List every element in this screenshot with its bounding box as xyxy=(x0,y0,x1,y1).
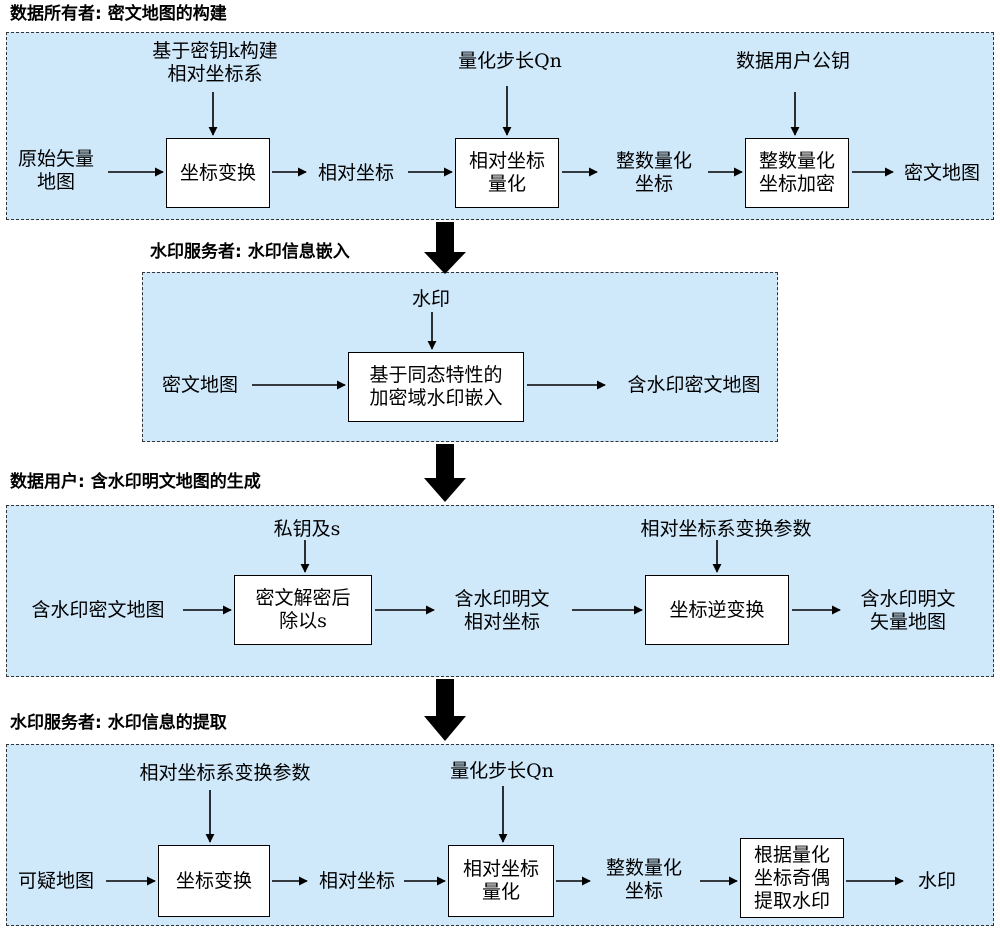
cipher-map-label: 密文地图 xyxy=(903,161,980,184)
section4-title: 水印服务者: 水印信息的提取 xyxy=(10,713,227,733)
coord-transform-box: 坐标变换 xyxy=(166,138,270,208)
coord-encrypt-box: 整数量化 坐标加密 xyxy=(745,138,849,208)
decrypt-divide-box: 密文解密后 除以s xyxy=(234,575,372,645)
user-public-key-label: 数据用户公钥 xyxy=(735,49,850,72)
suspicious-map-label: 可疑地图 xyxy=(17,869,94,892)
cipher-map-input-label: 密文地图 xyxy=(161,373,238,396)
watermark-label: 水印 xyxy=(411,287,450,310)
big-arrow-1 xyxy=(424,222,466,274)
private-key-label: 私钥及s xyxy=(273,517,341,540)
watermarked-plain-rel-coord-label: 含水印明文 相对坐标 xyxy=(454,588,550,633)
big-arrow-3 xyxy=(424,679,466,741)
relative-coord-quant-box: 相对坐标 量化 xyxy=(455,138,559,208)
integer-quant-coord-label-2: 整数量化 坐标 xyxy=(605,857,682,902)
original-vector-map-label: 原始矢量 地图 xyxy=(17,148,94,193)
watermark-output-label: 水印 xyxy=(917,869,956,892)
section1-title: 数据所有者: 密文地图的构建 xyxy=(10,4,227,24)
homomorphic-embed-box: 基于同态特性的 加密域水印嵌入 xyxy=(348,352,524,422)
watermarked-cipher-map-label: 含水印密文地图 xyxy=(627,373,761,396)
relative-coord-label-2: 相对坐标 xyxy=(318,869,395,892)
relative-coord-label: 相对坐标 xyxy=(317,161,394,184)
key-relative-coord-label: 基于密钥k构建 相对坐标系 xyxy=(152,40,278,85)
big-arrow-2 xyxy=(424,444,466,502)
coord-transform-box-2: 坐标变换 xyxy=(158,845,270,917)
extract-watermark-box: 根据量化 坐标奇偶 提取水印 xyxy=(740,838,844,918)
section3-panel xyxy=(6,505,994,677)
integer-quant-coord-label: 整数量化 坐标 xyxy=(615,150,692,195)
transform-params-label: 相对坐标系变换参数 xyxy=(640,517,812,540)
quant-step-label-2: 量化步长Qn xyxy=(450,759,554,782)
transform-params-label-2: 相对坐标系变换参数 xyxy=(139,761,311,784)
relative-coord-quant-box-2: 相对坐标 量化 xyxy=(448,845,554,917)
inverse-transform-box: 坐标逆变换 xyxy=(645,575,789,645)
section2-title: 水印服务者: 水印信息嵌入 xyxy=(150,242,350,262)
section3-title: 数据用户: 含水印明文地图的生成 xyxy=(10,472,261,492)
watermarked-cipher-map-input-label: 含水印密文地图 xyxy=(31,598,165,621)
quant-step-label: 量化步长Qn xyxy=(458,49,562,72)
watermarked-plain-vector-map-label: 含水印明文 矢量地图 xyxy=(860,588,956,633)
